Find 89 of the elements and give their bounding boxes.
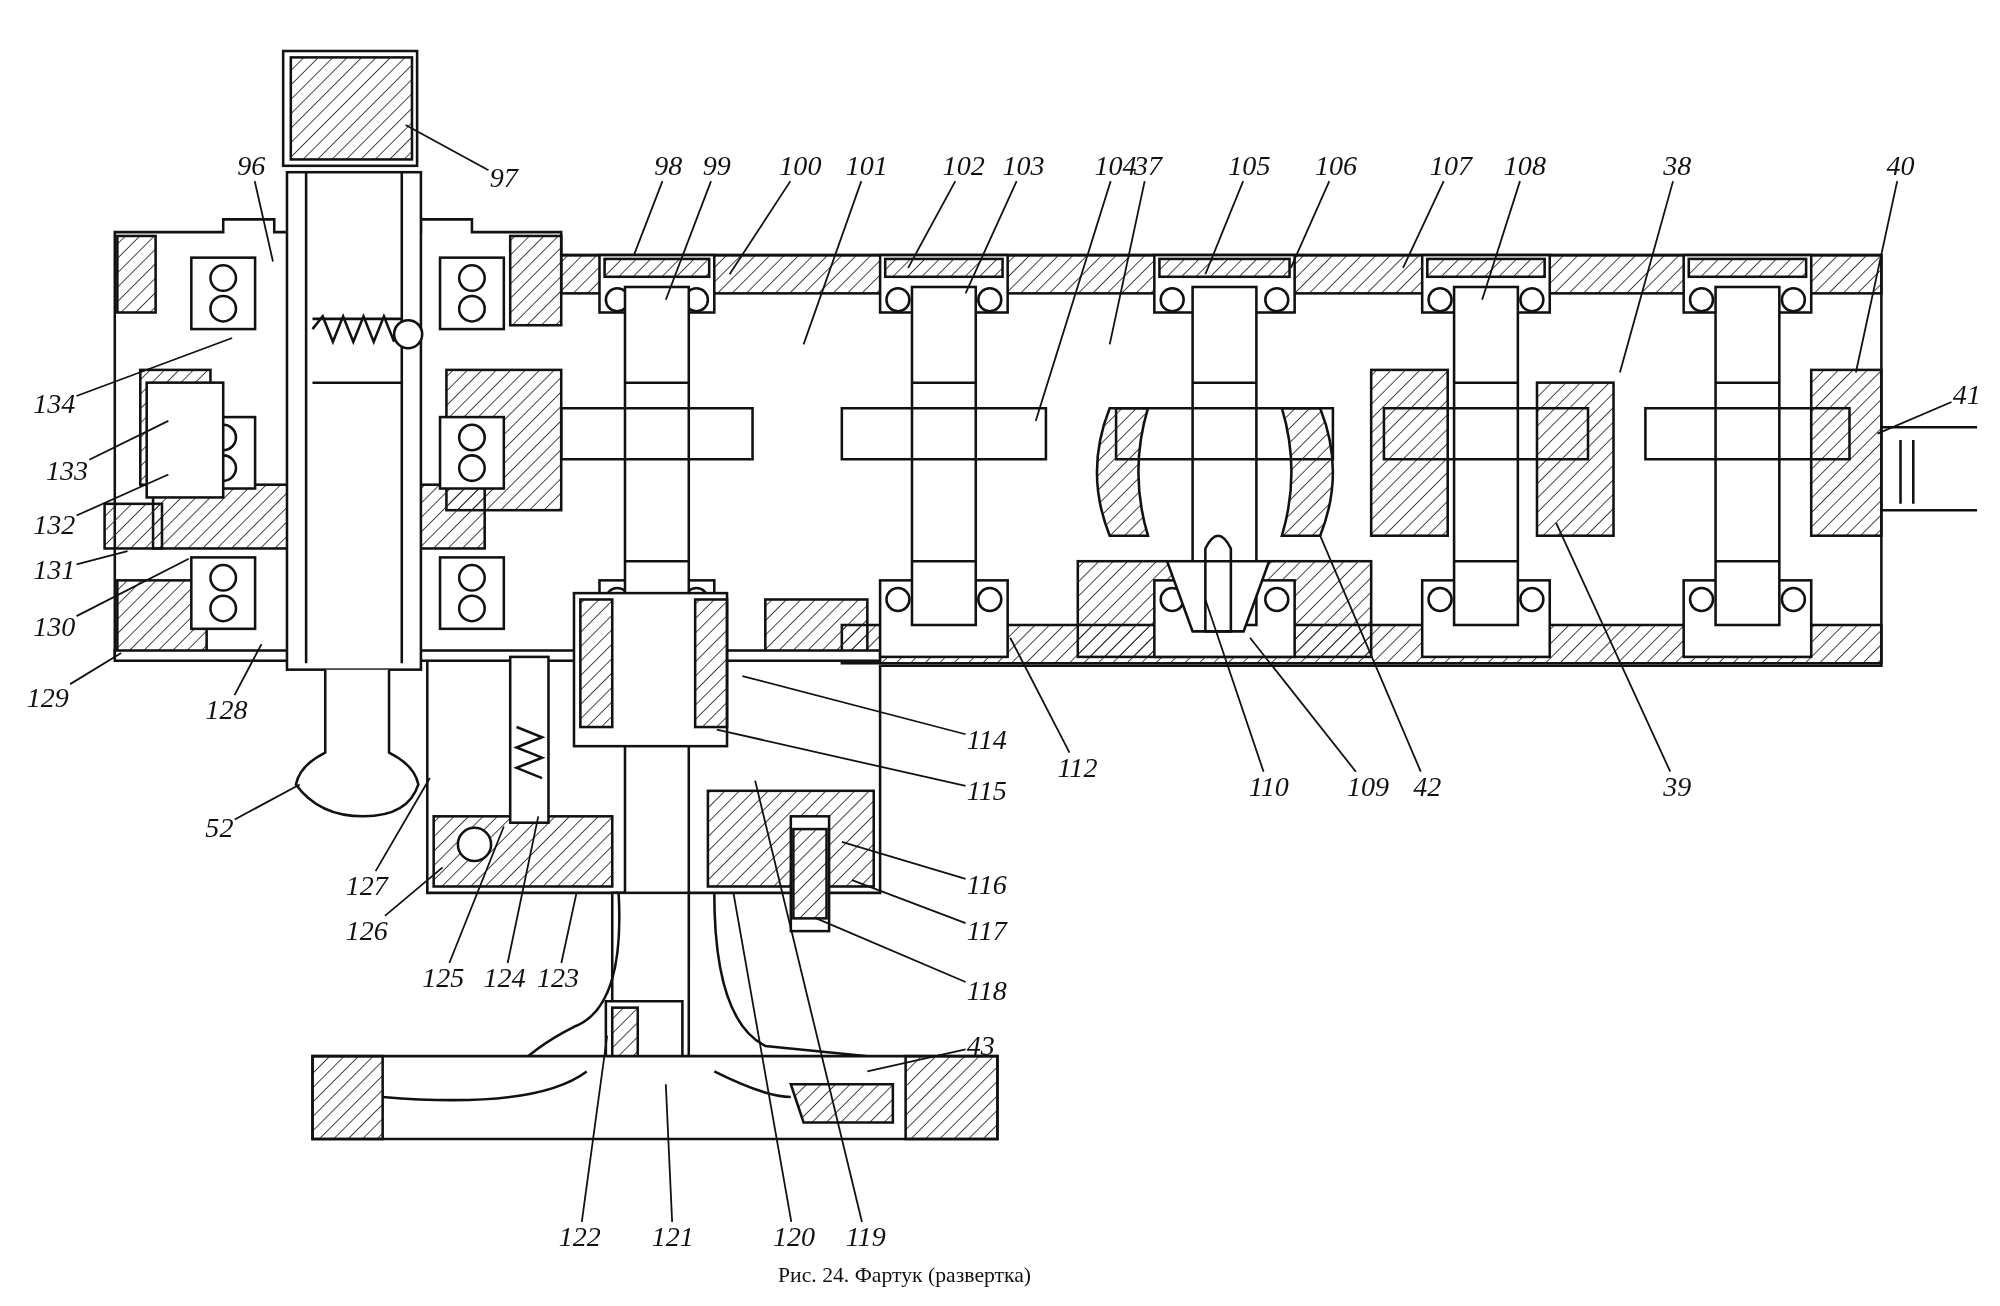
callout-number: 133 xyxy=(44,455,90,486)
leader-line xyxy=(1249,636,1357,773)
leader-line xyxy=(75,550,129,566)
callout-number: 97 xyxy=(488,163,520,194)
leader-line xyxy=(1854,180,1899,374)
leader-line xyxy=(233,643,263,697)
leader-line xyxy=(1402,180,1445,269)
leader-line xyxy=(754,779,863,1223)
leader-line xyxy=(741,675,967,736)
callout-number: 123 xyxy=(535,963,581,994)
callout-number: 105 xyxy=(1227,150,1272,182)
callout-number: 114 xyxy=(965,724,1009,756)
leader-line xyxy=(1481,180,1521,301)
callout-number: 130 xyxy=(31,612,77,643)
leader-line xyxy=(384,866,444,917)
leader-line xyxy=(815,917,967,983)
leader-line xyxy=(75,337,234,397)
leader-line xyxy=(1009,636,1071,754)
callout-number: 125 xyxy=(420,963,466,994)
callout-number: 41 xyxy=(1951,380,1983,411)
leader-line xyxy=(802,180,863,346)
callout-number: 99 xyxy=(701,150,733,182)
leader-line xyxy=(404,124,490,172)
leader-line xyxy=(1289,180,1331,269)
leader-line xyxy=(633,180,664,256)
callout-number: 126 xyxy=(344,915,390,947)
leader-line xyxy=(1204,180,1245,276)
leader-line xyxy=(851,879,967,924)
callout-number: 40 xyxy=(1885,150,1916,182)
callout-number: 117 xyxy=(965,915,1009,947)
callout-number: 134 xyxy=(31,389,77,420)
callout-number: 39 xyxy=(1662,771,1693,803)
leader-line xyxy=(728,180,792,276)
callout-number: 103 xyxy=(1001,150,1046,182)
callout-number: 129 xyxy=(25,682,71,713)
leader-line xyxy=(715,728,967,787)
leader-line xyxy=(374,777,431,873)
leader-line xyxy=(1319,534,1422,773)
callout-number: 109 xyxy=(1345,771,1391,803)
callout-number: 122 xyxy=(557,1221,603,1253)
callout-number: 102 xyxy=(941,150,986,182)
callout-number: 106 xyxy=(1313,150,1359,182)
callout-number: 124 xyxy=(482,963,527,994)
leader-line xyxy=(560,891,578,964)
callout-number: 108 xyxy=(1502,150,1548,182)
callout-number: 119 xyxy=(844,1221,887,1253)
callout-number: 110 xyxy=(1247,771,1290,803)
callout-number: 115 xyxy=(965,775,1009,807)
callout-number: 112 xyxy=(1056,752,1099,784)
callout-number: 116 xyxy=(965,869,1009,901)
callout-number: 128 xyxy=(204,695,249,726)
leader-line xyxy=(866,1048,967,1073)
leader-line xyxy=(69,652,123,685)
callout-number: 96 xyxy=(235,150,267,182)
leader-line xyxy=(664,180,712,301)
callout-number: 107 xyxy=(1428,150,1474,182)
callout-number: 38 xyxy=(1662,150,1693,182)
callout-number: 52 xyxy=(204,812,235,844)
leader-line xyxy=(253,180,274,263)
leader-line xyxy=(88,420,170,461)
leader-line xyxy=(448,825,505,964)
leader-line xyxy=(1619,180,1674,374)
leader-line xyxy=(75,557,190,618)
leader-line xyxy=(964,180,1018,295)
callout-number: 101 xyxy=(844,150,890,182)
leader-line xyxy=(233,783,301,821)
callout-number: 132 xyxy=(31,510,77,541)
leader-line xyxy=(1876,401,1953,435)
leader-line xyxy=(75,473,170,517)
leader-line xyxy=(732,891,793,1223)
leader-line xyxy=(580,1034,609,1223)
leader-line xyxy=(907,180,957,269)
callout-number: 42 xyxy=(1412,771,1443,803)
leader-line xyxy=(840,840,967,880)
leader-line xyxy=(1204,598,1265,773)
leader-line xyxy=(1555,522,1672,773)
callout-number: 120 xyxy=(771,1221,817,1253)
callout-number: 131 xyxy=(31,554,77,586)
callout-number: 43 xyxy=(965,1030,997,1062)
callout-number: 98 xyxy=(653,150,684,182)
callout-number: 121 xyxy=(650,1221,696,1253)
callout-number: 100 xyxy=(778,150,823,182)
leader-line xyxy=(506,815,540,964)
callout-number: 118 xyxy=(965,975,1009,1007)
leader-line xyxy=(1108,180,1146,346)
figure-caption: Рис. 24. Фартук (развертка) xyxy=(778,1262,1032,1289)
callout-number: 127 xyxy=(344,871,390,902)
leader-line xyxy=(664,1083,674,1223)
leader-line xyxy=(1034,180,1112,422)
